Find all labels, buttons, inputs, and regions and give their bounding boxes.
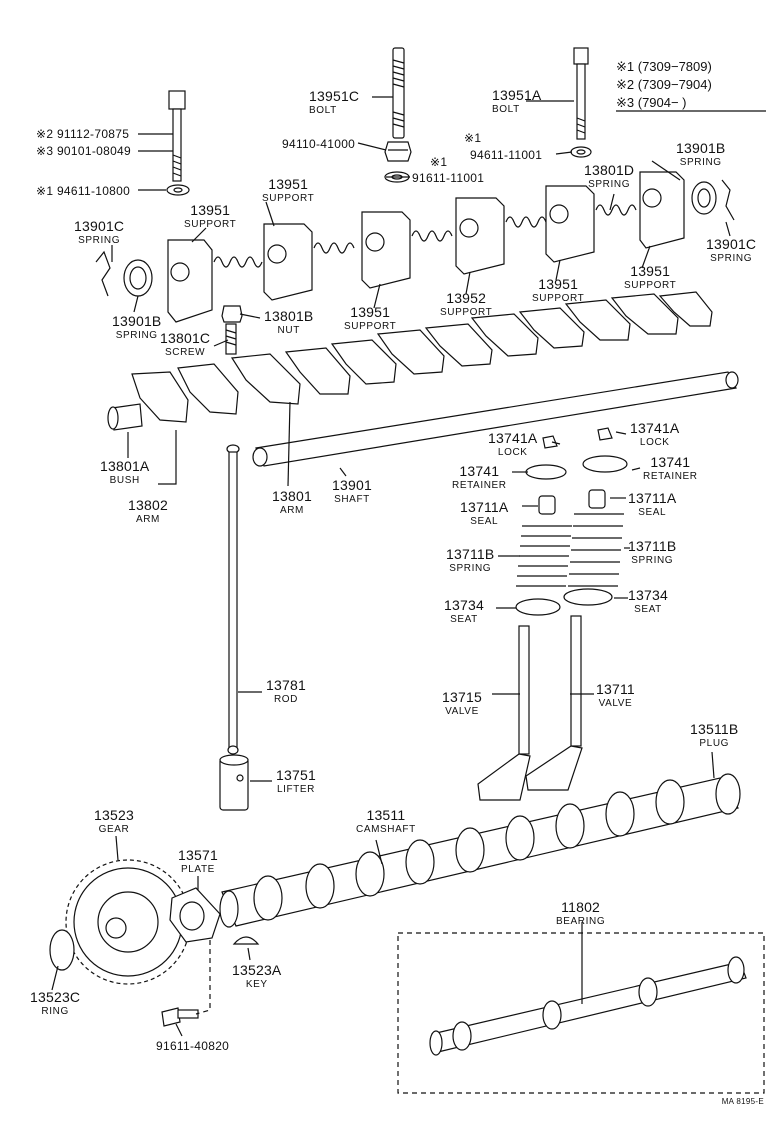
label-lock-13741a-left: 13741A LOCK xyxy=(488,430,538,458)
label-bush-13801a: 13801A BUSH xyxy=(100,458,150,486)
nut-94110-drawing xyxy=(384,141,412,162)
legend: ※1 (7309−7809) ※2 (7309−7904) ※3 (7904− … xyxy=(616,58,712,112)
bolt-13951c-drawing xyxy=(392,47,405,139)
valve-stack-right-drawing xyxy=(525,427,628,791)
label-plate-13571: 13571 PLATE xyxy=(178,847,218,875)
label-key-13523a: 13523A KEY xyxy=(232,962,282,990)
key-drawing xyxy=(232,936,260,945)
label-bolt-91112: ※2 91112-70875 xyxy=(36,127,130,141)
label-spring-13711b-left: 13711B SPRING xyxy=(446,546,495,574)
label-spring-13901c-left: 13901C SPRING xyxy=(74,218,125,246)
label-plug-13511b: 13511B PLUG xyxy=(690,721,739,749)
valve-stack-left-drawing xyxy=(477,435,572,801)
label-seat-13734-right: 13734 SEAT xyxy=(628,587,668,615)
label-support-13951-c: 13951 SUPPORT xyxy=(344,304,397,332)
label-seat-13734-left: 13734 SEAT xyxy=(444,597,484,625)
label-washer-94611-11001: 94611-11001 xyxy=(470,148,543,162)
label-seal-13711a-left: 13711A SEAL xyxy=(460,499,509,527)
legend-row-3: ※3 (7904− ) xyxy=(616,95,687,110)
dashed-leader xyxy=(195,940,211,1015)
camshaft-drawing xyxy=(219,773,741,928)
label-washer-91611-11001: 91611-11001 xyxy=(412,171,485,185)
label-support-13951-e: 13951 SUPPORT xyxy=(624,263,677,291)
washer-94611-10800-drawing xyxy=(166,184,190,196)
bolt-91611-40820-drawing xyxy=(161,1007,199,1027)
label-nut-13801b: 13801B NUT xyxy=(264,308,314,336)
label-screw-13801c: 13801C SCREW xyxy=(160,330,211,358)
label-support-13951-a: 13951 SUPPORT xyxy=(262,176,315,204)
label-support-13951-d: 13951 SUPPORT xyxy=(532,276,585,304)
label-camshaft-13511: 13511 CAMSHAFT xyxy=(356,807,416,835)
label-washer-94611-10800: ※1 94611-10800 xyxy=(36,184,131,198)
label-support-13952: 13952 SUPPORT xyxy=(440,290,493,318)
label-shaft-13901: 13901 SHAFT xyxy=(332,477,372,505)
rocker-shaft-drawing xyxy=(252,371,739,467)
plate-drawing xyxy=(169,887,221,943)
label-arm-13801: 13801 ARM xyxy=(272,488,312,516)
rocker-arms-drawing xyxy=(107,291,713,431)
label-rod-13781: 13781 ROD xyxy=(266,677,306,705)
label-support-13951-b: 13951 SUPPORT xyxy=(184,202,237,230)
label-bolt-13951c: 13951C BOLT xyxy=(309,88,360,116)
label-bolt-13951a: 13951A BOLT xyxy=(492,87,542,115)
label-washer-91611-11001-mark: ※1 xyxy=(430,155,448,169)
label-washer-94611-11001-mark: ※1 xyxy=(464,131,482,145)
legend-row-1: ※1 (7309−7809) xyxy=(616,59,712,74)
label-spring-13711b-right: 13711B SPRING xyxy=(628,538,677,566)
legend-row-2: ※2 (7309−7904) xyxy=(616,77,712,92)
label-retainer-13741-left: 13741 RETAINER xyxy=(452,463,507,491)
label-lock-13741a-right: 13741A LOCK xyxy=(630,420,680,448)
bearing-box xyxy=(397,932,765,1094)
label-arm-13802: 13802 ARM xyxy=(128,497,168,525)
leader-lines xyxy=(51,96,731,1037)
label-lifter-13751: 13751 LIFTER xyxy=(276,767,316,795)
nut-screw-drawing xyxy=(221,305,243,355)
label-ring-13523c: 13523C RING xyxy=(30,989,81,1017)
label-bolt-91611-40820: 91611-40820 xyxy=(156,1039,230,1053)
label-retainer-13741-right: 13741 RETAINER xyxy=(643,454,698,482)
pushrod-lifter-drawing xyxy=(219,444,249,811)
label-spring-13801d: 13801D SPRING xyxy=(584,162,635,190)
label-valve-13711: 13711 VALVE xyxy=(596,681,635,709)
label-spring-13901b-right: 13901B SPRING xyxy=(676,140,726,168)
label-gear-13523: 13523 GEAR xyxy=(94,807,134,835)
label-valve-13715: 13715 VALVE xyxy=(442,689,482,717)
label-seal-13711a-right: 13711A SEAL xyxy=(628,490,677,518)
bolt-91112-drawing xyxy=(168,90,186,182)
bearing-camshaft-drawing xyxy=(429,956,747,1056)
label-nut-94110: 94110-41000 xyxy=(282,137,356,151)
diagram-code: MA 8195-E xyxy=(721,1097,764,1106)
bolt-13951a-drawing xyxy=(573,47,589,140)
gear-drawing xyxy=(49,859,191,985)
support-row-drawing xyxy=(95,171,735,323)
washer-94611-11001-drawing xyxy=(570,146,592,158)
label-spring-13901b-left: 13901B SPRING xyxy=(112,313,162,341)
label-bolt-90101: ※3 90101-08049 xyxy=(36,144,131,158)
label-bearing-11802: 11802 BEARING xyxy=(556,899,606,927)
label-spring-13901c-right: 13901C SPRING xyxy=(706,236,757,264)
